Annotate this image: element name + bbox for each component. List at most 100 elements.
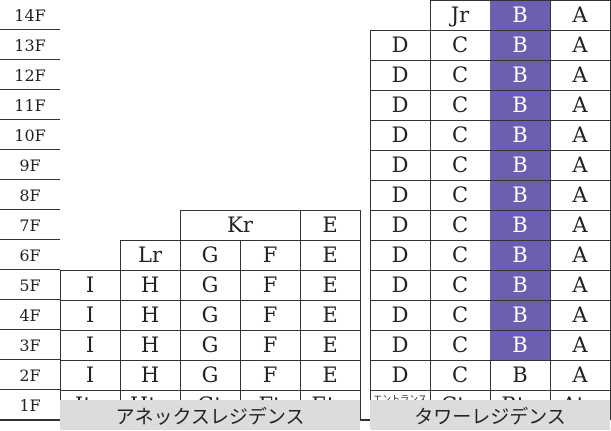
grid-line [300, 360, 301, 390]
grid-line [550, 180, 610, 181]
unit-cell: I [85, 302, 95, 327]
grid-line [370, 240, 430, 241]
grid-line [360, 390, 361, 420]
grid-line [430, 0, 490, 1]
grid-line [300, 240, 301, 270]
grid-line [300, 360, 360, 361]
grid-line [430, 210, 490, 211]
grid-line [180, 330, 181, 360]
unit-cell: E [322, 332, 338, 357]
unit-cell: E [322, 302, 338, 327]
grid-line [0, 59, 60, 60]
unit-cell: D [391, 32, 409, 57]
grid-line [300, 330, 360, 331]
grid-line [240, 360, 241, 390]
unit-cell: B [490, 210, 550, 240]
grid-line [490, 120, 550, 121]
grid-line [60, 360, 120, 361]
grid-line [0, 359, 60, 360]
unit-cell: A [572, 212, 588, 237]
floor-label: 14F [14, 5, 46, 25]
grid-line [370, 180, 430, 181]
unit-cell: B [490, 330, 550, 360]
grid-line [370, 240, 371, 270]
unit-cell: E [322, 212, 338, 237]
grid-line [550, 360, 551, 390]
grid-line [180, 330, 240, 331]
grid-line [240, 330, 241, 360]
unit-cell: C [451, 182, 469, 207]
grid-line [0, 209, 60, 210]
grid-line [550, 300, 551, 330]
unit-cell: C [451, 92, 469, 117]
unit-cell: A [572, 62, 588, 87]
unit-cell: F [262, 242, 278, 267]
grid-line [180, 360, 240, 361]
grid-line [550, 60, 610, 61]
unit-cell: D [391, 152, 409, 177]
unit-cell: A [572, 272, 588, 297]
unit-cell: A [572, 362, 588, 387]
grid-line [550, 90, 610, 91]
unit-cell: B [490, 30, 550, 60]
grid-line [0, 329, 60, 330]
grid-line [360, 360, 361, 390]
floor-label: 11F [14, 95, 46, 115]
unit-cell: B [490, 300, 550, 330]
grid-line [550, 150, 551, 180]
grid-line [180, 300, 181, 330]
grid-line [0, 179, 60, 180]
grid-line [490, 60, 550, 61]
unit-cell: I [85, 332, 95, 357]
grid-line [550, 150, 610, 151]
unit-cell: C [451, 332, 469, 357]
grid-line [60, 300, 120, 301]
unit-cell: A [572, 332, 588, 357]
grid-line [370, 60, 371, 90]
grid-line [550, 90, 551, 120]
grid-line [120, 270, 121, 300]
floor-label: 12F [14, 65, 46, 85]
grid-line [430, 330, 490, 331]
grid-line [430, 90, 490, 91]
grid-line [370, 150, 430, 151]
unit-cell: G [201, 362, 219, 387]
unit-cell: E [322, 242, 338, 267]
unit-cell: I [85, 362, 95, 387]
grid-line [240, 270, 300, 271]
grid-line [370, 330, 371, 360]
grid-line [180, 270, 240, 271]
grid-line [550, 210, 551, 240]
unit-cell: G [201, 242, 219, 267]
grid-line [430, 180, 490, 181]
grid-line [490, 390, 550, 391]
unit-cell: A [572, 122, 588, 147]
unit-cell: C [451, 32, 469, 57]
grid-line [490, 330, 550, 331]
grid-line [0, 239, 60, 240]
unit-cell: B [490, 120, 550, 150]
grid-line [430, 90, 431, 120]
grid-line [430, 390, 490, 391]
grid-line [370, 360, 430, 361]
grid-line [60, 300, 61, 330]
grid-line [550, 60, 551, 90]
grid-line [490, 150, 550, 151]
floor-label: 10F [14, 125, 46, 145]
unit-cell: D [391, 272, 409, 297]
grid-line [120, 270, 180, 271]
grid-line [430, 360, 490, 361]
grid-line [550, 300, 610, 301]
grid-line [370, 330, 430, 331]
grid-line [490, 360, 550, 361]
grid-line [60, 390, 120, 391]
unit-cell: C [451, 362, 469, 387]
grid-line [370, 300, 430, 301]
unit-cell: D [391, 332, 409, 357]
floor-label: 9F [19, 155, 41, 175]
unit-cell: A [572, 2, 588, 27]
entrance-label-line1: エントランス [373, 395, 427, 405]
grid-line [60, 330, 61, 360]
unit-cell: C [451, 242, 469, 267]
